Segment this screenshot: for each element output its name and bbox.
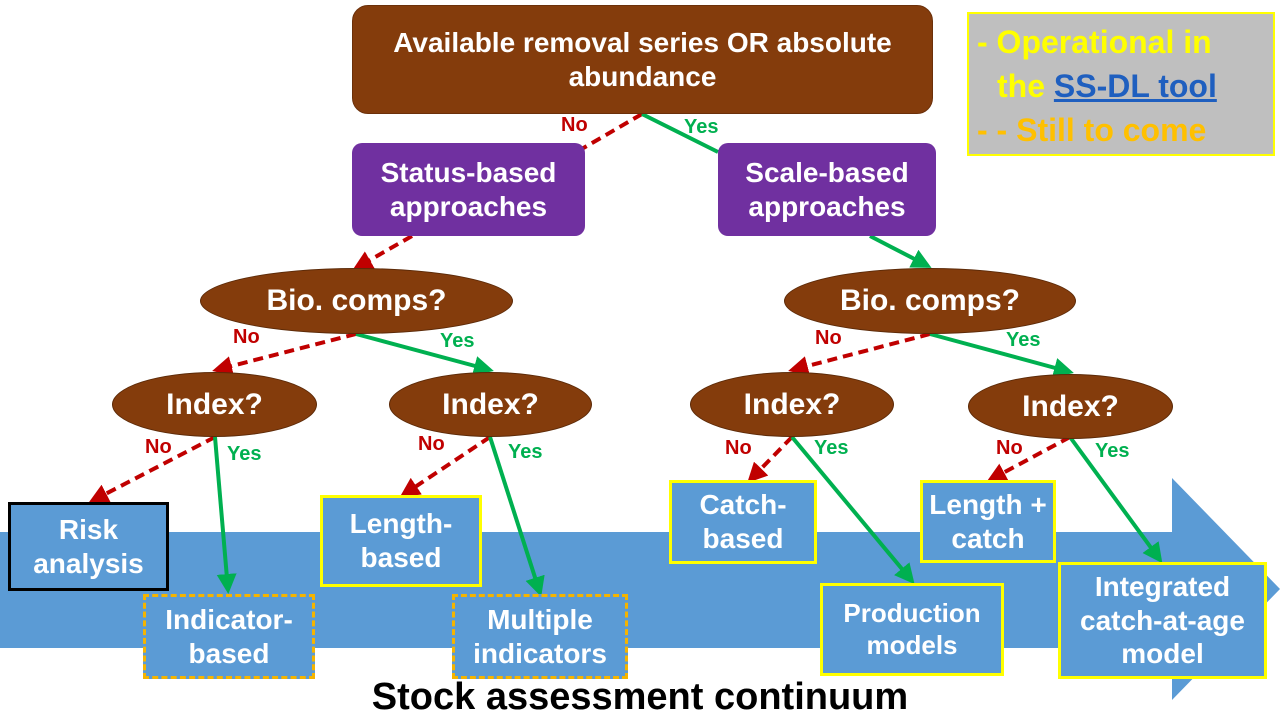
catch-based-label: Catch-based xyxy=(699,489,787,554)
bio-comps-left-node: Bio. comps? xyxy=(200,268,513,334)
root-node-label: Available removal series OR absolute abu… xyxy=(393,26,892,92)
edge-index2-yes xyxy=(488,436,545,597)
edge-label-bio1-no: No xyxy=(233,326,260,348)
index-node-2: Index? xyxy=(389,372,592,437)
edge-label-root-yes: Yes xyxy=(684,116,719,138)
index-node-4-label: Index? xyxy=(1022,389,1119,423)
catch-based-node: Catch-based xyxy=(669,480,817,564)
edge-index3-no xyxy=(747,435,794,483)
legend-box: - Operational in the SS-DL tool - - Stil… xyxy=(967,12,1275,156)
edge-index4-yes xyxy=(1068,435,1163,564)
integrated-model-node: Integrated catch-at-age model xyxy=(1058,562,1267,679)
multiple-indicators-label: Multiple indicators xyxy=(473,603,607,669)
status-based-label: Status-based approaches xyxy=(380,156,557,222)
root-node: Available removal series OR absolute abu… xyxy=(352,5,933,114)
index-node-4: Index? xyxy=(968,374,1173,439)
edge-label-index2-no: No xyxy=(418,433,445,455)
production-models-label: Production models xyxy=(843,598,981,660)
integrated-model-label: Integrated catch-at-age model xyxy=(1080,571,1245,670)
indicator-based-label: Indicator-based xyxy=(165,603,293,669)
continuum-title: Stock assessment continuum xyxy=(371,676,909,718)
edge-label-bio1-yes: Yes xyxy=(440,330,475,352)
legend-still-text: Still to come xyxy=(1016,112,1207,148)
bio-comps-right-node: Bio. comps? xyxy=(784,268,1076,334)
index-node-3-label: Index? xyxy=(743,387,841,421)
length-catch-label: Length + catch xyxy=(929,488,1047,554)
edge-label-index3-yes: Yes xyxy=(814,437,849,459)
risk-analysis-node: Risk analysis xyxy=(8,502,169,591)
legend-still-dash: - - xyxy=(977,112,1008,148)
legend-operational-dash: - xyxy=(977,24,988,60)
edge-root-no xyxy=(578,112,644,152)
legend-operational-text-2: the xyxy=(997,68,1045,104)
legend-still-row: - - Still to come xyxy=(977,108,1273,152)
scale-based-label: Scale-based approaches xyxy=(745,156,909,222)
edge-label-index3-no: No xyxy=(725,437,752,459)
edge-label-root-no: No xyxy=(561,114,588,136)
ss-dl-tool-link[interactable]: SS-DL tool xyxy=(1053,68,1217,104)
edge-index2-no xyxy=(399,435,492,498)
edge-label-index1-yes: Yes xyxy=(227,443,262,465)
length-based-node: Length-based xyxy=(320,495,482,587)
edge-bio2-no xyxy=(788,332,931,376)
bio-comps-right-label: Bio. comps? xyxy=(839,284,1020,317)
index-node-3: Index? xyxy=(690,372,894,437)
edge-status-bio xyxy=(352,234,413,270)
edge-scale-bio xyxy=(869,234,932,268)
multiple-indicators-node: Multiple indicators xyxy=(452,594,628,679)
risk-analysis-label: Risk analysis xyxy=(33,513,144,579)
legend-operational-text-1: Operational in xyxy=(996,24,1212,60)
edge-label-index2-yes: Yes xyxy=(508,441,543,463)
edge-index3-yes xyxy=(790,435,915,585)
indicator-based-node: Indicator-based xyxy=(143,594,315,679)
status-based-node: Status-based approaches xyxy=(352,143,585,236)
edge-label-bio2-yes: Yes xyxy=(1006,329,1041,351)
legend-operational-row: - Operational in xyxy=(977,20,1273,64)
bio-comps-left-label: Bio. comps? xyxy=(266,284,447,317)
edge-root-yes xyxy=(641,112,719,154)
edge-index1-yes xyxy=(213,436,237,594)
edge-label-index1-no: No xyxy=(145,436,172,458)
index-node-2-label: Index? xyxy=(442,387,539,421)
edge-index1-no xyxy=(88,435,216,503)
edge-label-bio2-no: No xyxy=(815,327,842,349)
edge-bio2-yes xyxy=(929,332,1074,378)
production-models-node: Production models xyxy=(820,583,1004,676)
length-catch-node: Length + catch xyxy=(920,480,1056,563)
legend-operational-row-2: the SS-DL tool xyxy=(977,64,1273,108)
index-node-1-label: Index? xyxy=(166,387,263,421)
edge-label-index4-yes: Yes xyxy=(1095,440,1130,462)
edge-bio1-no xyxy=(212,332,357,376)
length-based-label: Length-based xyxy=(349,508,453,573)
scale-based-node: Scale-based approaches xyxy=(718,143,936,236)
edge-bio1-yes xyxy=(355,332,494,376)
index-node-1: Index? xyxy=(112,372,317,437)
edge-label-index4-no: No xyxy=(996,437,1023,459)
